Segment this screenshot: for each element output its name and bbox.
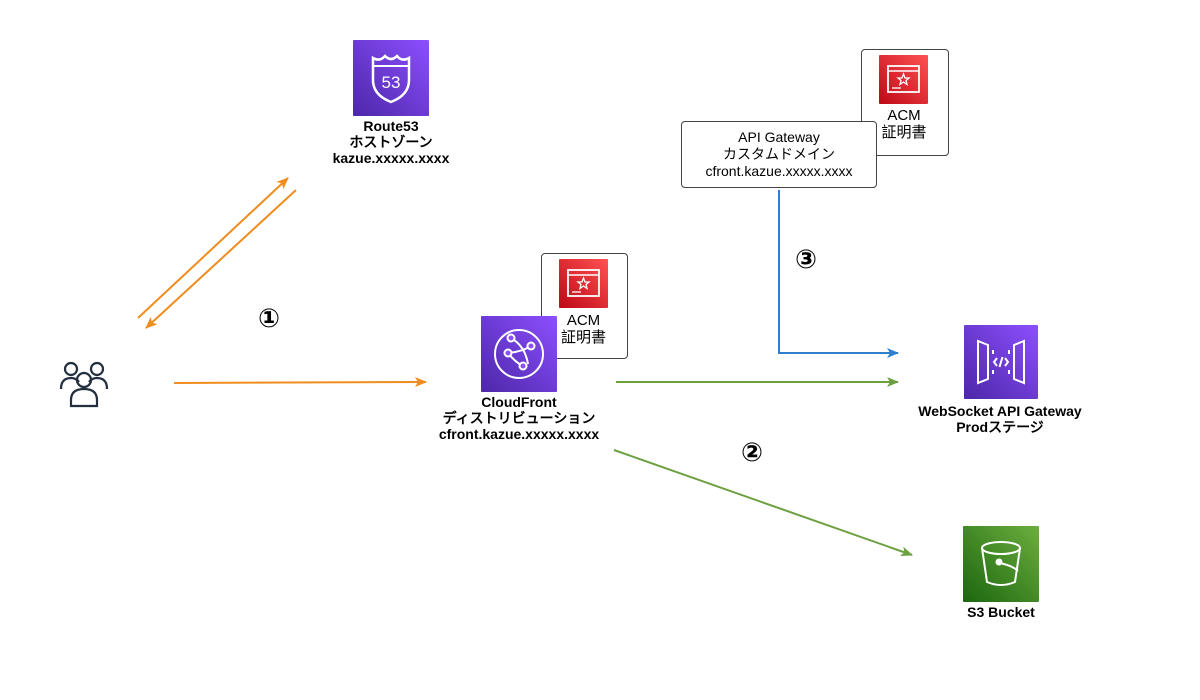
arrow-cloudfront-to-s3 (613, 449, 913, 557)
users-icon (58, 356, 110, 408)
api-gateway-custom-domain-box: API Gateway カスタムドメイン cfront.kazue.xxxxx.… (681, 121, 877, 188)
websocket-subtitle: Prodステージ (956, 419, 1044, 435)
svg-text:53: 53 (382, 73, 401, 92)
s3-label: S3 Bucket (921, 604, 1081, 620)
acm-cloudfront-label: ACM 証明書 (543, 312, 624, 346)
s3-title: S3 Bucket (967, 604, 1035, 620)
route53-icon: 53 (353, 40, 429, 116)
arrow-route53-to-users (145, 189, 297, 329)
acm-gateway-subtitle: 証明書 (881, 124, 927, 141)
step-1-marker: ① (258, 304, 281, 334)
step-2-marker: ② (741, 438, 764, 468)
route53-title: Route53 (363, 118, 419, 134)
acm-certificate-icon (879, 55, 928, 104)
route53-domain: kazue.xxxxx.xxxx (332, 150, 450, 166)
websocket-title: WebSocket API Gateway (918, 403, 1082, 419)
route53-label: Route53 ホストゾーン kazue.xxxxx.xxxx (311, 118, 471, 166)
acm-cloudfront-title: ACM (566, 312, 601, 329)
cloudfront-title: CloudFront (481, 394, 557, 410)
step-3-marker: ③ (795, 245, 818, 275)
custom-domain-line3: cfront.kazue.xxxxx.xxxx (705, 163, 853, 179)
api-gateway-icon (964, 325, 1038, 399)
cloudfront-subtitle: ディストリビューション (442, 410, 596, 426)
acm-gateway-label: ACM 証明書 (862, 107, 946, 141)
acm-certificate-icon (559, 259, 608, 308)
acm-cloudfront-subtitle: 証明書 (560, 329, 606, 346)
cloudfront-label: CloudFront ディストリビューション cfront.kazue.xxxx… (414, 394, 624, 442)
websocket-label: WebSocket API Gateway Prodステージ (900, 403, 1100, 435)
arrow-users-to-cloudfront (173, 377, 427, 388)
arrow-custom-domain-to-websocket (778, 190, 899, 358)
s3-bucket-icon (963, 526, 1039, 602)
route53-subtitle: ホストゾーン (349, 134, 433, 150)
arrow-users-to-route53 (137, 177, 289, 319)
custom-domain-line2: カスタムドメイン (723, 146, 835, 162)
acm-gateway-title: ACM (887, 107, 921, 124)
cloudfront-domain: cfront.kazue.xxxxx.xxxx (438, 426, 600, 442)
custom-domain-line1: API Gateway (738, 129, 820, 145)
cloudfront-icon (481, 316, 557, 392)
